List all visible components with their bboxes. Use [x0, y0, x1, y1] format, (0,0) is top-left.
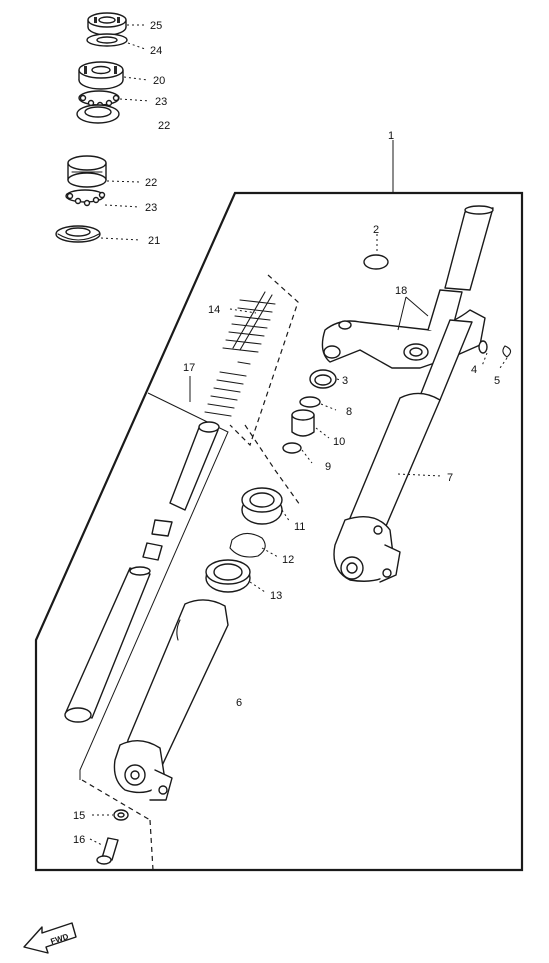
callout-20: 20	[153, 75, 165, 87]
callout-3: 3	[342, 375, 348, 387]
washer-15	[113, 809, 129, 821]
circlip-12	[229, 532, 266, 558]
washer-8	[299, 396, 321, 408]
callout-16: 16	[73, 834, 85, 846]
callout-2: 2	[373, 224, 379, 236]
callout-24: 24	[150, 45, 162, 57]
washer-9	[282, 442, 302, 454]
callout-23-upper: 23	[155, 96, 167, 108]
circlip-5	[502, 345, 512, 358]
oil-seal-11	[241, 487, 283, 525]
damper-rod-17	[142, 421, 220, 561]
callout-8: 8	[346, 406, 352, 418]
fork-spring-14	[204, 291, 276, 417]
sub-assembly-dashed-outline	[229, 274, 299, 447]
ring-nut-20	[78, 61, 124, 90]
callout-22-lower: 22	[145, 177, 157, 189]
bolt-16	[96, 837, 119, 865]
callout-23-lower: 23	[145, 202, 157, 214]
leader-lines	[89, 24, 508, 846]
callout-6: 6	[236, 697, 242, 709]
o-ring-3	[309, 369, 337, 389]
sub-assembly-dashed-left	[81, 779, 151, 821]
dust-seal-13	[205, 559, 251, 593]
callout-18: 18	[395, 285, 407, 297]
callout-5: 5	[494, 375, 500, 387]
bearing-race-22-lower	[67, 155, 107, 188]
sub-assembly-dashed-lower	[149, 424, 301, 871]
callout-10: 10	[333, 436, 345, 448]
callout-15: 15	[73, 810, 85, 822]
callout-25: 25	[150, 20, 162, 32]
callout-9: 9	[325, 461, 331, 473]
callout-13: 13	[270, 590, 282, 602]
callout-4: 4	[471, 364, 477, 376]
dust-seal-21	[55, 225, 101, 243]
cap-2	[363, 254, 389, 270]
o-ring-4	[478, 340, 488, 354]
ball-race-23-lower	[65, 189, 106, 207]
spacer-10	[291, 409, 315, 437]
assembly-panel-outline	[34, 191, 524, 872]
inner-panel-divider	[79, 392, 229, 780]
fork-inner-tube-left	[64, 566, 151, 723]
callout-12: 12	[282, 554, 294, 566]
ring-nut-25	[87, 12, 127, 36]
washer-24	[86, 33, 128, 47]
callout-14: 14	[208, 304, 220, 316]
callout-17: 17	[183, 362, 195, 374]
callout-11: 11	[294, 521, 305, 533]
fork-outer-tube-6	[113, 599, 229, 801]
callout-22-upper: 22	[158, 120, 170, 132]
callout-21: 21	[148, 235, 160, 247]
bearing-race-22-upper	[76, 104, 120, 124]
fork-inner-tube-upper	[444, 205, 494, 291]
forward-direction-arrow: FWD	[23, 922, 77, 954]
callout-1: 1	[388, 130, 394, 142]
fork-outer-tube-7	[333, 319, 473, 583]
callout-7: 7	[447, 472, 453, 484]
